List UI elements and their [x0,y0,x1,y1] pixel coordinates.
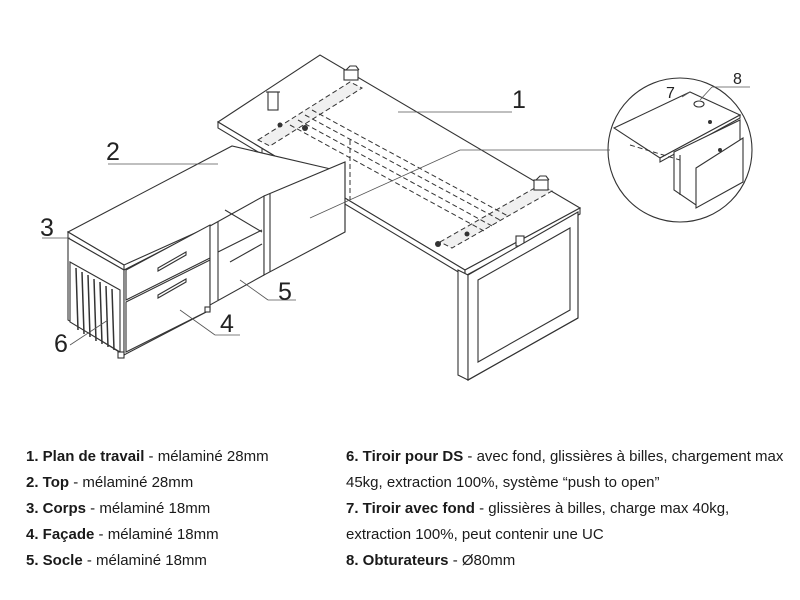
detail-magnifier [460,77,753,223]
legend-item-6: 6. Tiroir pour DS - avec fond, glissière… [346,448,784,491]
desk-leg-frame [457,211,579,381]
callout-7: 7 [666,85,675,102]
callout-6: 6 [54,330,68,358]
legend-item-5: 5. Socle - mélaminé 18mm [26,552,207,569]
legend-item-4: 4. Façade - mélaminé 18mm [26,526,219,543]
legend-item-7: 7. Tiroir avec fond - glissières à bille… [346,500,730,543]
legend-right: 6. Tiroir pour DS - avec fond, glissière… [346,444,786,574]
legend-left: 1. Plan de travail - mélaminé 28mm 2. To… [26,444,326,574]
callout-5: 5 [278,278,292,306]
callout-1: 1 [512,86,526,114]
legend-item-1: 1. Plan de travail - mélaminé 28mm [26,448,269,465]
legend-item-2: 2. Top - mélaminé 28mm [26,474,194,491]
callout-4: 4 [220,310,234,338]
legend-item-8: 8. Obturateurs - Ø80mm [346,552,516,569]
callout-8: 8 [733,71,742,88]
cabinet [66,145,346,359]
furniture-exploded-diagram: 1 2 3 4 5 6 7 8 [40,54,753,381]
desk-clamps [266,65,550,247]
leader-lines [42,86,750,346]
legend-item-3: 3. Corps - mélaminé 18mm [26,500,211,517]
callout-3: 3 [40,214,54,242]
callout-2: 2 [106,138,120,166]
